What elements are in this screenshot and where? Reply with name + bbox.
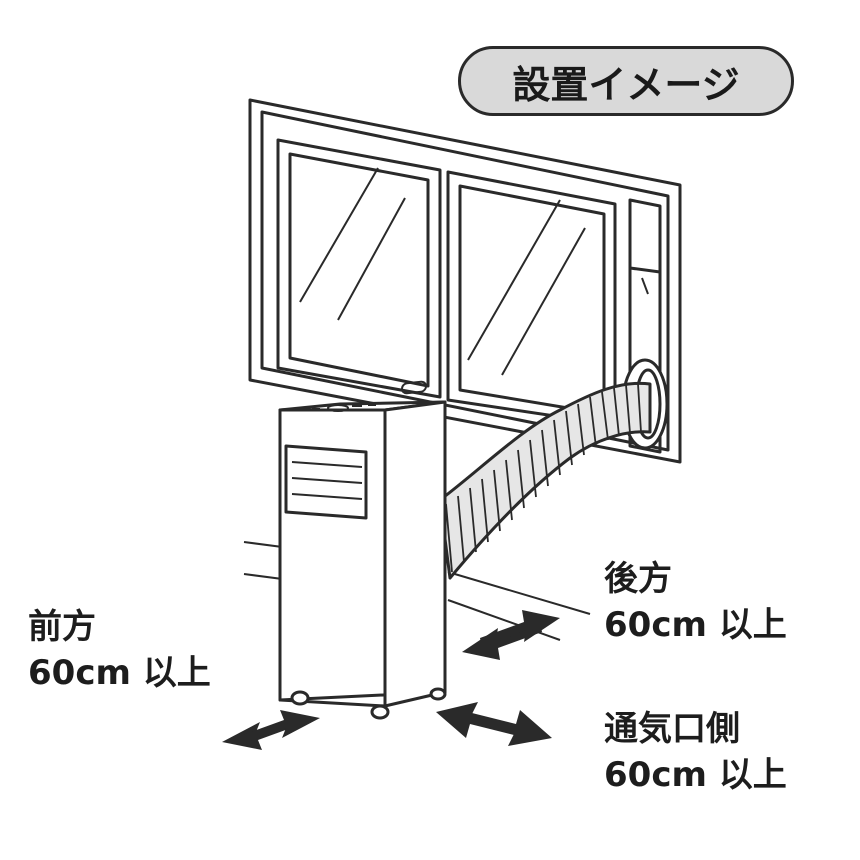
front-clearance-arrow bbox=[222, 710, 320, 750]
back-label: 後方 60cm 以上 bbox=[604, 556, 787, 648]
front-direction: 前方 bbox=[28, 607, 96, 647]
vent-side-direction: 通気口側 bbox=[604, 709, 740, 749]
window bbox=[248, 98, 682, 464]
floor bbox=[243, 541, 591, 641]
back-direction: 後方 bbox=[604, 559, 672, 599]
air-conditioner-unit bbox=[278, 380, 447, 720]
back-clearance: 60cm 以上 bbox=[604, 605, 787, 645]
exhaust-hose bbox=[438, 381, 652, 580]
vent-side-clearance-arrow bbox=[436, 702, 552, 746]
diagram-title: 設置イメージ bbox=[458, 46, 794, 116]
vent-side-label: 通気口側 60cm 以上 bbox=[604, 706, 787, 798]
back-clearance-arrow bbox=[462, 610, 560, 660]
front-label: 前方 60cm 以上 bbox=[28, 604, 211, 696]
front-clearance: 60cm 以上 bbox=[28, 653, 211, 693]
vent-side-clearance: 60cm 以上 bbox=[604, 755, 787, 795]
